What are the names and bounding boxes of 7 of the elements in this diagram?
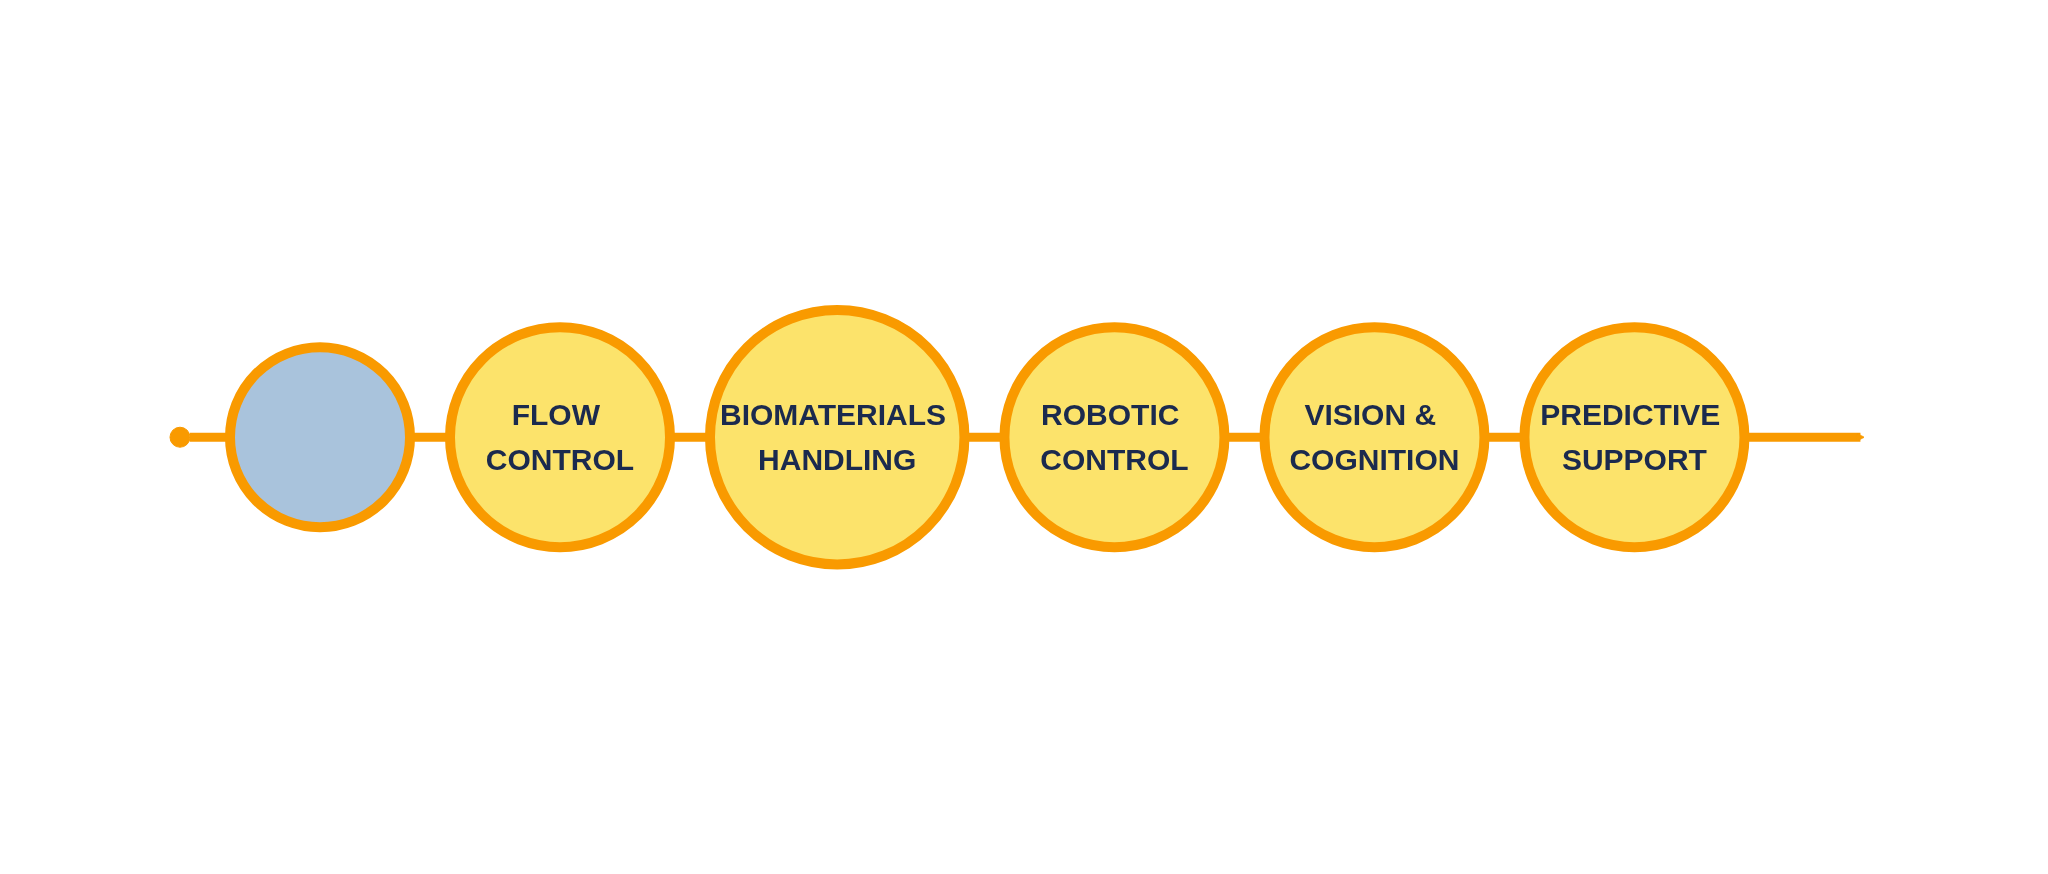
node-circle: VISION & COGNITION [1259, 322, 1490, 552]
node-circle: ROBOTIC CONTROL [999, 322, 1230, 552]
node-circle: BIOMATERIALS HANDLING [704, 304, 970, 570]
node-picture [224, 342, 415, 532]
node-circle: PREDICTIVE SUPPORT [1519, 322, 1750, 552]
node-circle: FLOW CONTROL [444, 322, 675, 552]
node-circle [169, 426, 191, 448]
